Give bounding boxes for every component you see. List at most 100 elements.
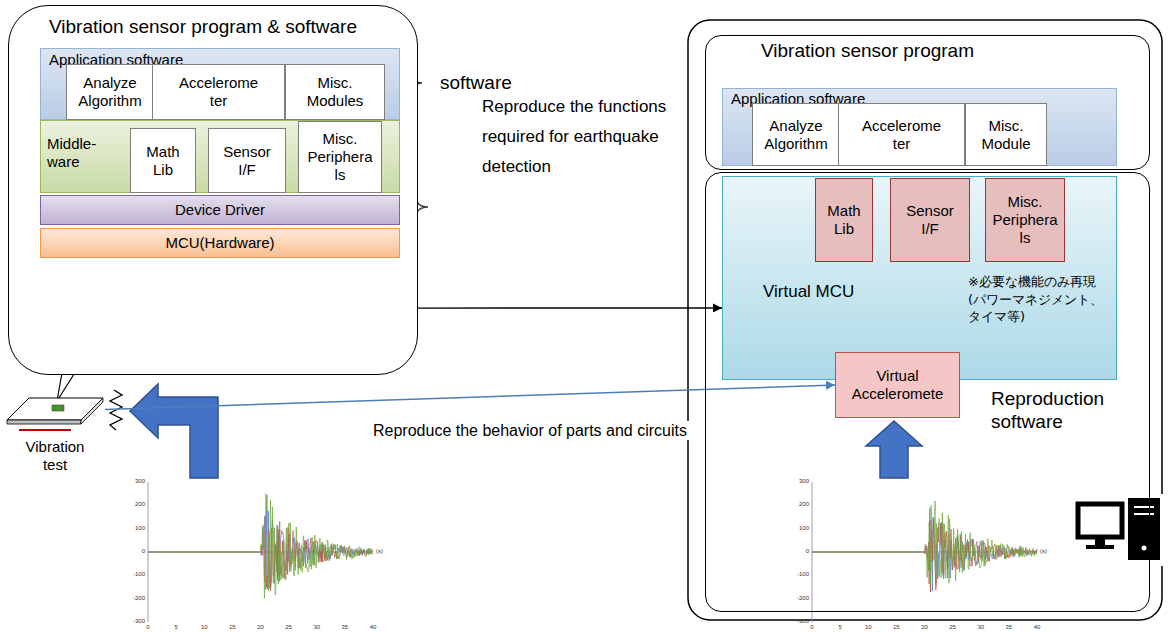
node-label: Vibration sensor program & software — [49, 16, 409, 39]
node-label: Virtual Acceleromete — [842, 367, 954, 403]
group-box: Vibration sensor programApplication soft… — [705, 35, 1150, 170]
node-label: Sensor I/F — [217, 143, 277, 179]
input-arrow — [866, 421, 922, 478]
axis-tick: -100 — [124, 571, 145, 578]
node-label: Misc. Module — [976, 117, 1036, 153]
outer-frame — [688, 20, 1162, 620]
connector-arrow — [418, 307, 722, 308]
axis-tick: 10 — [862, 624, 874, 631]
virtual-sensor-box: Virtual Acceleromete — [835, 352, 960, 418]
node-label: Vibration sensor program — [761, 40, 1121, 63]
module-box: Misc. Modules — [285, 64, 385, 120]
axis-tick: -200 — [124, 595, 145, 602]
axis-tick: 25 — [283, 624, 295, 631]
axis-tick: 40 — [367, 624, 379, 631]
module-box: Accelerome ter — [152, 64, 285, 120]
node-label: Vibration test — [15, 438, 95, 474]
axis-tick: 15 — [226, 624, 238, 631]
axis-tick: 15 — [890, 624, 902, 631]
node-label: Math Lib — [138, 143, 188, 179]
virtual-module-box: Misc. Periphera ls — [985, 178, 1065, 262]
node-label: Analyze Algorithm — [70, 74, 150, 110]
virtual-module-box: Math Lib — [815, 178, 873, 262]
seismic-signal — [148, 494, 1037, 599]
mount-line — [19, 429, 71, 431]
axis-tick: (s) — [376, 548, 383, 555]
axis-tick: 200 — [124, 501, 145, 508]
node-label: Misc. Periphera ls — [989, 193, 1061, 247]
connector-arrow — [105, 385, 835, 410]
axis-tick: 10 — [198, 624, 210, 631]
layer-band: Application softwareAnalyze AlgorithmAcc… — [722, 88, 1117, 166]
axis-tick: 25 — [947, 624, 959, 631]
axis-tick: -100 — [788, 571, 809, 578]
waveform-trace — [148, 517, 373, 591]
axis-tick: 40 — [1031, 624, 1043, 631]
module-box: Misc. Periphera ls — [298, 121, 382, 193]
axis-tick: 100 — [124, 525, 145, 532]
icon-ground — [1070, 494, 1166, 566]
layer-band: Middle- ware Math Lib Sensor I/F Misc. Peri… — [40, 120, 400, 193]
monitor — [1078, 504, 1122, 537]
axis-tick: 300 — [788, 478, 809, 485]
waveform-trace — [148, 494, 373, 599]
board-illustration — [5, 392, 105, 436]
edge-label: Reproduce the behavior of parts and circ… — [370, 421, 690, 440]
axis-tick: 5 — [834, 624, 846, 631]
module-box: Math Lib — [130, 128, 196, 193]
pc-tower — [1128, 498, 1160, 560]
module-box: Accelerome ter — [838, 103, 965, 166]
note-text: Reproduce the functions required for ear… — [482, 92, 672, 181]
test-board: Vibration test — [5, 392, 105, 480]
axis-tick: 0 — [142, 624, 154, 631]
axis-tick: 20 — [255, 624, 267, 631]
axis-tick: 200 — [788, 501, 809, 508]
waveform-trace — [812, 501, 1037, 584]
axis-tick: (s) — [1040, 548, 1047, 555]
computer-icon — [1070, 494, 1166, 566]
axis-tick: -300 — [124, 618, 145, 625]
input-arrow — [130, 384, 218, 478]
node-label: Analyze Algorithm — [756, 117, 836, 153]
drive-slot — [1134, 513, 1154, 515]
node-label: Sensor I/F — [900, 202, 960, 238]
axis-tick: 0 — [124, 548, 145, 555]
node-note: ※必要な機能のみ再現 (パワーマネジメント、 タイマ等) — [968, 273, 1116, 326]
layer-band: Device Driver — [40, 195, 400, 225]
plate-edge — [7, 420, 81, 424]
axis-tick: 35 — [339, 624, 351, 631]
axis-tick: 35 — [1003, 624, 1015, 631]
axis-tick: 30 — [975, 624, 987, 631]
bubble-box: Vibration sensor program & softwareAppli… — [8, 5, 418, 375]
axis-tick: 30 — [311, 624, 323, 631]
node-label: Accelerome ter — [857, 117, 947, 153]
module-box: Misc. Module — [965, 103, 1047, 166]
node-label: Misc. Periphera ls — [303, 130, 377, 184]
bracket-label: software — [440, 72, 512, 95]
node-label: Device Driver — [175, 201, 265, 219]
power-button — [1142, 546, 1147, 551]
virtual-module-box: Sensor I/F — [890, 178, 970, 262]
group-box: Reproduction softwareVirtual MCU※必要な機能のみ… — [705, 172, 1150, 612]
waveform-chart — [148, 482, 1037, 622]
bubble-tail — [57, 371, 76, 401]
axis-tick: 100 — [788, 525, 809, 532]
node-label: Math Lib — [819, 202, 869, 238]
plate-edge — [81, 398, 103, 424]
node-label: Middle- ware — [47, 135, 109, 171]
layer-band: Application softwareAnalyze AlgorithmAcc… — [40, 48, 400, 120]
axis-tick: -300 — [788, 618, 809, 625]
monitor-stand — [1095, 539, 1105, 546]
node-label: MCU(Hardware) — [165, 234, 274, 252]
sensor-board — [52, 405, 64, 411]
waveform-trace — [812, 519, 1037, 592]
axis-tick: 0 — [806, 624, 818, 631]
virtual-mcu-box: Virtual MCU※必要な機能のみ再現 (パワーマネジメント、 タイマ等)M… — [722, 176, 1117, 380]
axis-tick: 20 — [919, 624, 931, 631]
node-label: Accelerome ter — [174, 74, 264, 110]
drive-slot — [1134, 506, 1154, 508]
axis-tick: 300 — [124, 478, 145, 485]
